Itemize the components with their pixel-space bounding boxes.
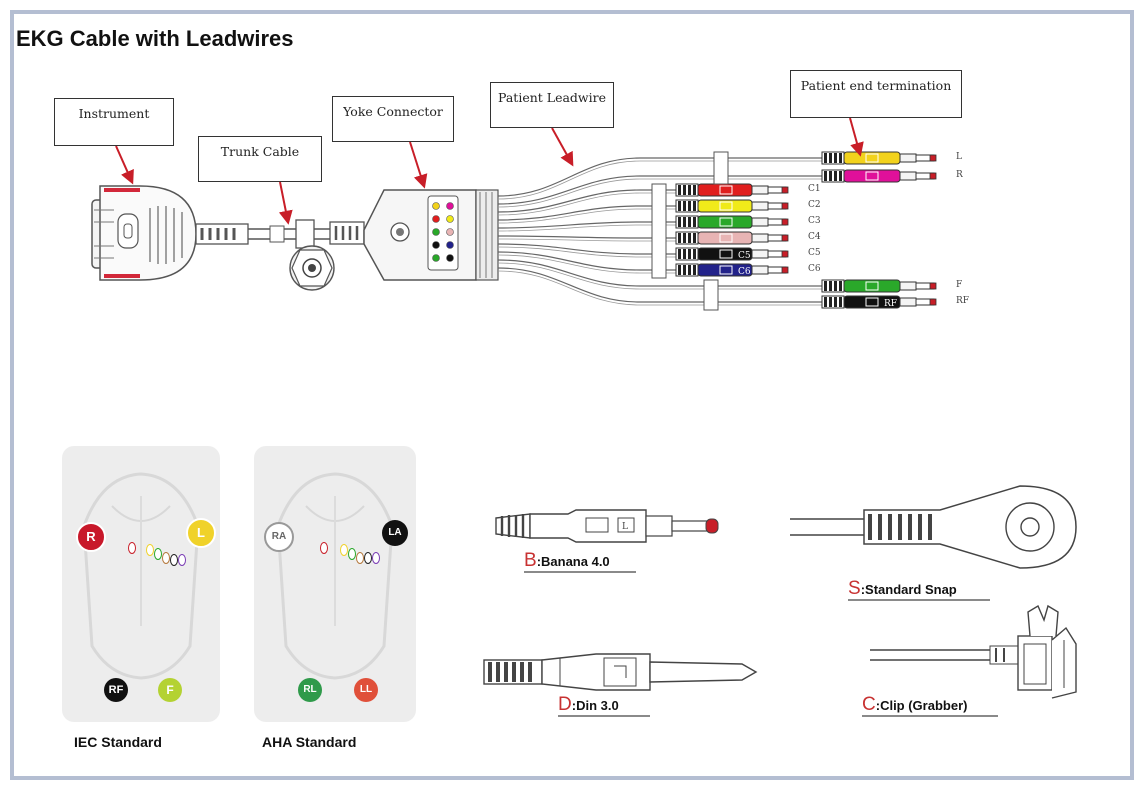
electrode-rf: RF — [104, 678, 128, 702]
chest-electrode-dot — [356, 552, 364, 564]
din-letter: D — [558, 694, 572, 715]
chest-electrode-dot — [348, 548, 356, 560]
patient-end-termination-arrow — [849, 117, 864, 157]
din-caption: D:Din 3.0 — [558, 694, 619, 716]
banana-connector-drawing: L — [495, 509, 719, 543]
yoke-connector — [363, 189, 499, 281]
chest-electrode-dot — [146, 544, 154, 556]
chest-electrode-dot — [154, 548, 162, 560]
chest-electrode-dot — [170, 554, 178, 566]
iec-standard-caption: IEC Standard — [74, 734, 162, 750]
wire-holder — [651, 183, 667, 279]
leadwire-label-c4: C4 — [808, 232, 821, 242]
electrode-rl: RL — [298, 678, 322, 702]
leadwire-rf-body-text: RF — [884, 299, 897, 309]
banana-caption: B:Banana 4.0 — [524, 550, 610, 572]
yoke-pin-dot — [432, 254, 440, 262]
leadwire-c2 — [497, 199, 789, 224]
leadwire-label-c1: C1 — [808, 184, 821, 194]
electrode-r: R — [76, 522, 106, 552]
banana-text: :Banana 4.0 — [536, 554, 610, 569]
electrode-f: F — [158, 678, 182, 702]
yoke-pin-dot — [446, 202, 454, 210]
yoke-pin-dot — [446, 215, 454, 223]
wire-holder — [703, 279, 719, 311]
banana-letter: B — [524, 550, 537, 571]
chest-electrode-dot — [340, 544, 348, 556]
din-connector-drawing — [483, 653, 758, 691]
yoke-pin-dot — [432, 241, 440, 249]
torso-outline — [276, 472, 394, 680]
yoke-pin-dot — [446, 254, 454, 262]
clip-connector-drawing — [870, 604, 1077, 699]
electrode-ra: RA — [264, 522, 294, 552]
chest-electrode-dot — [372, 552, 380, 564]
leadwire-label-rf: RF — [956, 296, 970, 306]
patient-end-termination-callout: Patient end termination — [790, 70, 962, 118]
instrument-connector — [91, 185, 197, 281]
leadwire-c1 — [497, 183, 789, 216]
iec-standard-card: R L RF F — [62, 446, 220, 722]
yoke-pin-dot — [446, 241, 454, 249]
trunk-cable — [195, 219, 365, 291]
instrument-arrow — [115, 145, 134, 185]
leadwire-label-c2: C2 — [808, 200, 821, 210]
leadwire-c4 — [497, 231, 789, 245]
snap-text: :Standard Snap — [860, 582, 957, 597]
electrode-ll: LL — [354, 678, 378, 702]
patient-leadwire-arrow — [551, 127, 574, 167]
chest-electrode-dot — [162, 552, 170, 564]
leadwire-label-c5: C5 — [808, 248, 821, 258]
aha-standard-caption: AHA Standard — [262, 734, 357, 750]
yoke-connector-callout: Yoke Connector — [332, 96, 454, 142]
leadwire-rf — [497, 267, 937, 309]
leadwire-l — [497, 151, 937, 200]
chest-electrode-dot — [178, 554, 186, 566]
wire-holder — [713, 151, 729, 185]
leadwire-label-c6: C6 — [808, 264, 821, 274]
patient-leadwire-callout: Patient Leadwire — [490, 82, 614, 128]
leadwire-c5-body-text: C5 — [738, 251, 751, 261]
electrode-l: L — [186, 518, 216, 548]
trunk-cable-arrow — [278, 181, 293, 225]
chest-electrode-dot — [320, 542, 328, 554]
yoke-connector-arrow — [409, 141, 428, 189]
leadwire-f — [497, 259, 937, 293]
page-title: EKG Cable with Leadwires — [16, 26, 294, 51]
clip-caption: C:Clip (Grabber) — [862, 694, 967, 716]
electrode-la: LA — [382, 520, 408, 546]
snap-caption: S:Standard Snap — [848, 578, 957, 600]
instrument-callout: Instrument — [54, 98, 174, 146]
leadwire-c5 — [497, 243, 789, 261]
yoke-pin-dot — [432, 215, 440, 223]
snap-connector-drawing — [790, 485, 1077, 569]
leadwire-label-c3: C3 — [808, 216, 821, 226]
leadwire-c6-body-text: C6 — [738, 267, 751, 277]
svg-text:L: L — [622, 522, 628, 532]
chest-electrode-dot — [128, 542, 136, 554]
clip-letter: C — [862, 694, 876, 715]
torso-outline — [82, 472, 200, 680]
leadwire-label-l: L — [956, 152, 962, 162]
snap-letter: S — [848, 578, 861, 599]
leadwire-label-f: F — [956, 280, 963, 290]
din-text: :Din 3.0 — [571, 698, 619, 713]
leadwire-c3 — [497, 215, 789, 232]
chest-electrode-dot — [364, 552, 372, 564]
yoke-pin-dot — [432, 202, 440, 210]
yoke-pin-dot — [432, 228, 440, 236]
yoke-pin-dot — [446, 228, 454, 236]
leadwire-c6 — [497, 251, 789, 277]
aha-standard-card: RA LA RL LL — [254, 446, 416, 722]
leadwire-label-r: R — [956, 170, 963, 180]
clip-text: :Clip (Grabber) — [875, 698, 968, 713]
leadwire-r — [497, 169, 937, 208]
trunk-cable-callout: Trunk Cable — [198, 136, 322, 182]
